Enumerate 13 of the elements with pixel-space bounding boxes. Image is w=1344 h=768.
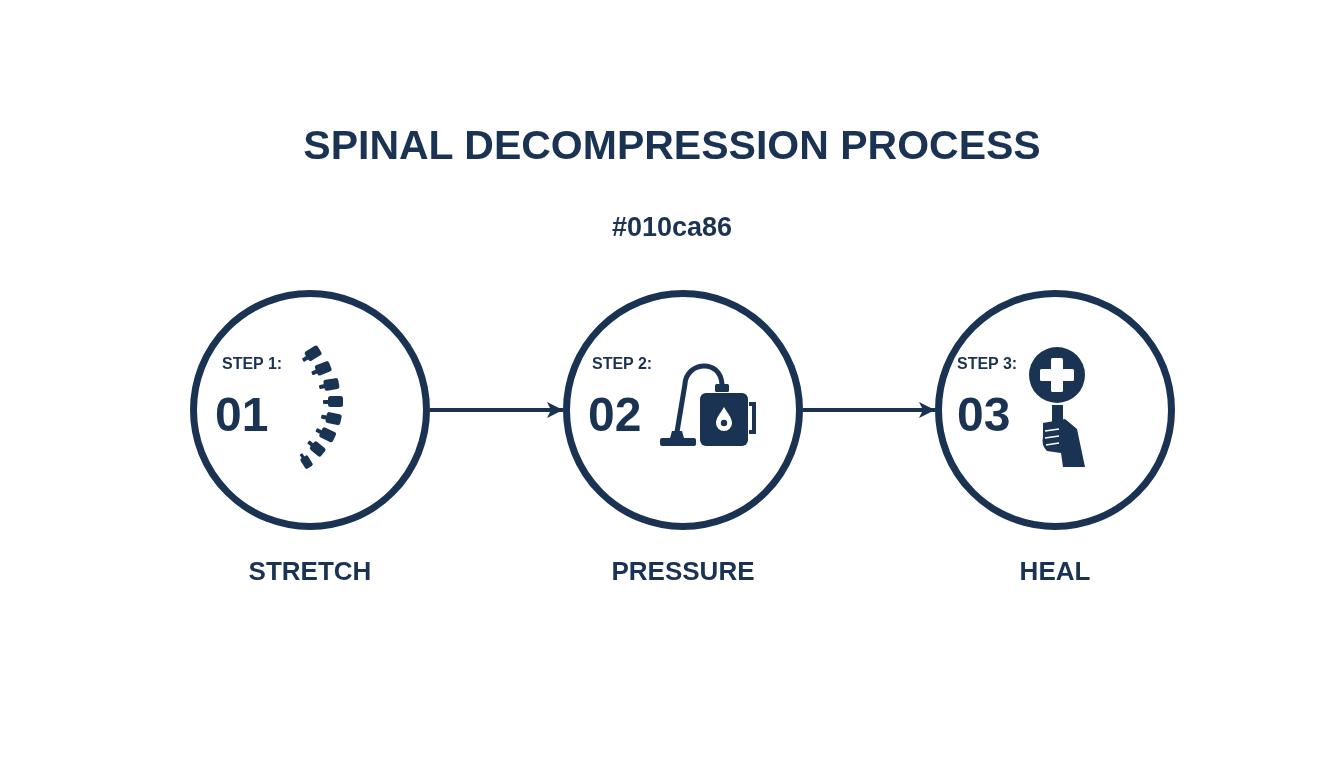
- step-label: STEP 1:: [222, 356, 283, 372]
- arrow: [803, 402, 935, 418]
- subtitle: #010ca86: [611, 214, 733, 241]
- title: SPINAL DECOMPRESSION PROCESS: [303, 125, 1041, 166]
- step-name: STRETCH: [247, 558, 373, 584]
- step-number: 03: [957, 391, 1011, 439]
- step-number: 01: [215, 391, 269, 439]
- step-name: PRESSURE: [610, 558, 756, 584]
- step-label: STEP 2:: [592, 356, 653, 372]
- step-label: STEP 3:: [957, 356, 1018, 372]
- arrow: [430, 402, 563, 418]
- step-name: HEAL: [1018, 558, 1092, 584]
- step-number: 02: [588, 391, 642, 439]
